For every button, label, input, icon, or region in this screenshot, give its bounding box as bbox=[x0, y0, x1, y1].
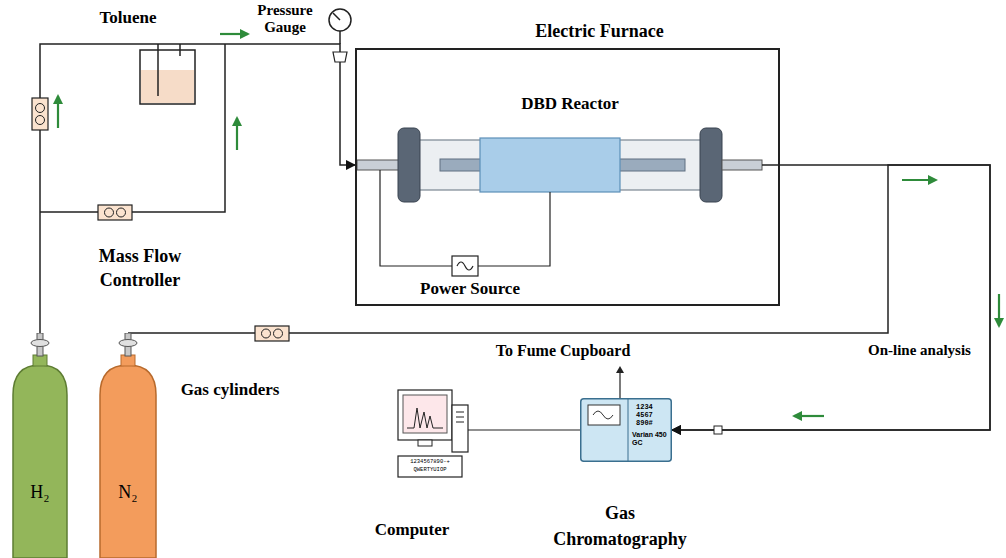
computer-illustration bbox=[452, 405, 468, 452]
toluene-bottle bbox=[140, 50, 195, 104]
annotation-label: On-line analysis bbox=[868, 342, 988, 359]
computer-illustration bbox=[456, 417, 464, 418]
cylinder-outline bbox=[10, 333, 70, 558]
power-wire bbox=[478, 192, 550, 266]
pipe-connector bbox=[672, 165, 990, 430]
sample-port bbox=[714, 426, 722, 434]
keyboard-keys: 1234567890-+ bbox=[400, 459, 460, 465]
pressure-gauge bbox=[339, 31, 341, 44]
dbd-reactor bbox=[398, 128, 420, 202]
toluene-bottle bbox=[157, 44, 159, 96]
bypass-line bbox=[40, 44, 225, 212]
power-source-symbol bbox=[457, 262, 473, 270]
cylinder-neck bbox=[33, 355, 47, 366]
pressure-gauge bbox=[333, 13, 340, 20]
mass-flow-controller bbox=[36, 116, 45, 125]
pressure-gauge bbox=[329, 9, 351, 31]
cylinder-label: N₂ bbox=[118, 482, 137, 503]
mass-flow-controller bbox=[32, 98, 289, 341]
mass-flow-controller bbox=[255, 326, 289, 341]
power-wire bbox=[380, 170, 550, 266]
gas-cylinder: H₂ bbox=[10, 333, 70, 558]
dbd-reactor bbox=[357, 128, 780, 202]
gc-divider bbox=[628, 399, 629, 461]
annotation-label: To Fume Cupboard bbox=[478, 342, 648, 360]
gc-display-trace bbox=[593, 411, 613, 419]
mass-flow-controller bbox=[105, 208, 114, 217]
toluene-bottle bbox=[141, 70, 194, 103]
component-label: Toluene bbox=[88, 8, 168, 28]
bypass-line bbox=[40, 44, 225, 212]
dbd-reactor bbox=[480, 138, 620, 192]
sample-port bbox=[714, 426, 722, 434]
flow-arrow bbox=[58, 34, 999, 416]
keyboard-keys: QWERTYUIOP bbox=[400, 467, 460, 473]
mass-flow-controller bbox=[36, 104, 45, 113]
component-label: Gas Chromatography bbox=[545, 500, 695, 552]
mass-flow-controller bbox=[274, 329, 283, 338]
toluene-bottle bbox=[140, 44, 195, 104]
component-label: Gas cylinders bbox=[170, 380, 290, 400]
component-label: Power Source bbox=[405, 279, 535, 299]
flow-arrow bbox=[794, 415, 824, 417]
computer-illustration bbox=[456, 412, 464, 413]
gc-unit: 1234 4567 890# Varian 450 GC bbox=[580, 398, 672, 462]
cylinder-body bbox=[13, 365, 67, 558]
component-label: DBD Reactor bbox=[505, 94, 635, 114]
flow-arrow bbox=[220, 33, 248, 35]
power-wire bbox=[380, 170, 452, 266]
pipe-connector bbox=[40, 44, 355, 333]
component-label: Pressure Gauge bbox=[249, 2, 321, 36]
flow-arrow bbox=[57, 96, 59, 128]
exhaust-arrow bbox=[616, 366, 624, 398]
flow-arrow bbox=[236, 118, 238, 150]
cylinder-body bbox=[100, 365, 156, 558]
gc-body bbox=[581, 399, 672, 462]
dbd-reactor bbox=[700, 128, 722, 202]
cylinder-neck bbox=[121, 355, 135, 366]
dbd-reactor bbox=[722, 160, 762, 170]
furnace-box: Electric Furnace bbox=[355, 48, 780, 306]
valve-handle bbox=[31, 340, 49, 347]
component-label: Computer bbox=[362, 520, 462, 540]
cylinder-label: H₂ bbox=[30, 482, 49, 503]
keypad-text: 1234 4567 890# bbox=[636, 398, 662, 427]
furnace-heading: Electric Furnace bbox=[389, 20, 810, 42]
gas-cylinder: N₂ bbox=[97, 333, 159, 558]
flow-arrow bbox=[902, 179, 936, 181]
computer-illustration bbox=[468, 429, 580, 430]
pressure-gauge bbox=[329, 9, 351, 62]
gc-display bbox=[588, 405, 620, 425]
valve-handle bbox=[119, 340, 137, 347]
pipe-connector bbox=[128, 165, 990, 430]
toluene-bottle bbox=[179, 44, 181, 56]
computer-illustration bbox=[407, 408, 443, 428]
computer-illustration bbox=[398, 390, 452, 440]
gc-model: Varian 450 GC bbox=[632, 431, 669, 447]
dbd-reactor bbox=[762, 164, 780, 166]
cylinder-outline bbox=[97, 333, 159, 558]
flow-arrow bbox=[998, 294, 1000, 326]
dbd-reactor bbox=[357, 160, 399, 170]
computer-illustration bbox=[456, 422, 464, 423]
computer-illustration bbox=[403, 395, 447, 433]
pressure-gauge bbox=[333, 52, 347, 62]
power-source-symbol bbox=[452, 256, 478, 276]
mass-flow-controller bbox=[117, 208, 126, 217]
mass-flow-controller bbox=[262, 329, 271, 338]
computer-illustration bbox=[398, 390, 580, 477]
exhaust-arrow bbox=[616, 366, 624, 373]
mass-flow-controller bbox=[98, 205, 132, 220]
component-label: Mass Flow Controller bbox=[85, 244, 195, 292]
exhaust-arrow bbox=[619, 372, 620, 398]
computer-illustration bbox=[418, 440, 432, 446]
gc-outline bbox=[580, 398, 672, 462]
mass-flow-controller bbox=[32, 98, 48, 130]
computer-illustration bbox=[398, 456, 462, 477]
power-source-symbol bbox=[452, 256, 478, 276]
